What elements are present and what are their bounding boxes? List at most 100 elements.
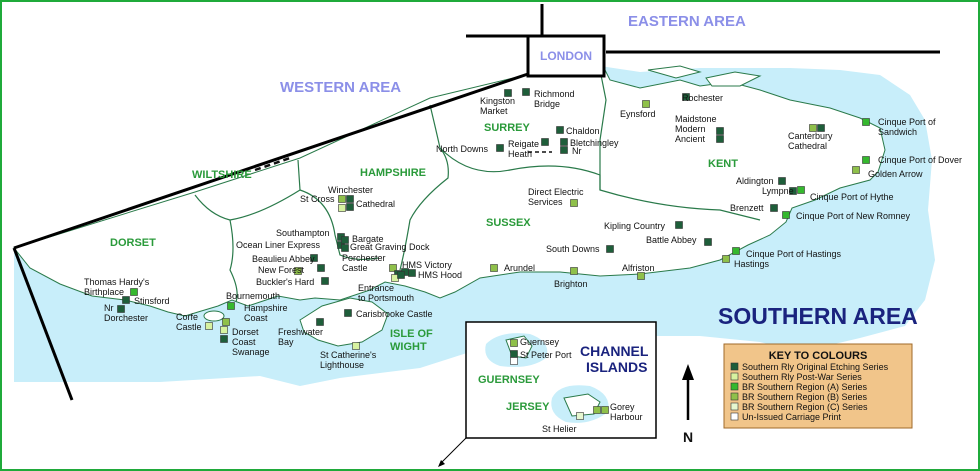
place-label: Southampton [276,228,330,238]
place-label-line: Entrance [358,283,394,293]
place-label-line: St Peter Port [520,350,572,360]
key-item-label: Un-Issued Carriage Print [742,412,842,422]
place-marker [205,322,213,330]
western-area-label: WESTERN AREA [280,79,401,96]
place-label-line: Thomas Hardy's [84,277,150,287]
place-label-line: Canterbury [788,131,833,141]
place-label-line: Bay [278,337,294,347]
place-label: Guernsey [520,337,560,347]
place-label-line: Brenzett [730,203,764,213]
place-marker [227,302,235,310]
key-item-label: BR Southern Region (C) Series [742,402,868,412]
place-label-line: Swanage [232,347,270,357]
place-label-line: Arundel [504,263,535,273]
place-marker [338,195,346,203]
place-label-line: Ocean Liner Express [236,240,321,250]
county-guernsey: GUERNSEY [478,374,540,386]
key-swatch [730,372,739,381]
place-label-line: Brighton [554,279,588,289]
place-marker [862,156,870,164]
place-label-line: Kipling Country [604,221,666,231]
place-label-line: New Forest [258,265,305,275]
place-marker [522,88,530,96]
place-marker [817,124,825,132]
place-label: St Helier [542,424,577,434]
county-isle-of: ISLE OF [390,328,433,340]
place-label-line: Direct Electric [528,187,584,197]
place-label-line: Dorchester [104,313,148,323]
key-item-label: Southern Rly Original Etching Series [742,362,889,372]
place-marker [570,267,578,275]
place-label-line: Cinque Port of [878,117,936,127]
place-label-line: Aldington [736,176,774,186]
place-label: Aldington [736,176,774,186]
place-label-line: Bargate [352,234,384,244]
place-label: Beaulieu Abbey [252,254,315,264]
place-marker [122,296,130,304]
place-label-line: Porchester [342,253,386,263]
county-dorset: DORSET [110,237,156,249]
place-label: Brenzett [730,203,764,213]
place-label: New Forest [258,265,305,275]
place-label-line: Ancient [675,134,706,144]
place-label: Buckler's Hard [256,277,314,287]
place-label: Ocean Liner Express [236,240,321,250]
key-items: Southern Rly Original Etching SeriesSout… [730,362,889,422]
place-label-line: HMS Victory [402,260,452,270]
place-marker [862,118,870,126]
place-marker [510,357,518,365]
place-label-line: Harbour [610,412,643,422]
key-swatch [730,412,739,421]
place-label: Battle Abbey [646,235,697,245]
place-marker [321,277,329,285]
place-marker [346,195,354,203]
place-marker [220,335,228,343]
place-label-line: Stinsford [134,296,170,306]
place-label: Hastings [734,259,770,269]
place-label: Lympne [762,186,794,196]
wiltshire-dashed-boundary [254,156,291,172]
place-marker [408,269,416,277]
place-label: South Downs [546,244,600,254]
place-label-line: Cinque Port of Dover [878,155,962,165]
place-label: Carisbrooke Castle [356,309,433,319]
place-marker [642,100,650,108]
place-marker [294,267,302,275]
place-label-line: HMS Hood [418,270,462,280]
place-label-line: Buckler's Hard [256,277,314,287]
place-marker [682,93,690,101]
area-boundaries [12,4,940,401]
key-title: KEY TO COLOURS [769,350,868,362]
place-marker [732,247,740,255]
colour-key: KEY TO COLOURS Southern Rly Original Etc… [723,343,913,429]
place-label-line: Market [480,106,508,116]
place-marker [117,305,125,313]
place-label: HMS Hood [418,270,462,280]
place-label-line: Birthplace [84,287,124,297]
place-marker [541,138,549,146]
place-label: Cinque Port of Hythe [810,192,894,202]
place-label-line: Guernsey [520,337,560,347]
inset-pointer-arrow [438,460,445,467]
key-swatch [730,402,739,411]
place-marker [220,326,228,334]
channel-islands-line2: ISLANDS [586,359,647,375]
place-label-line: Reigate [508,139,539,149]
place-label-line: Southampton [276,228,330,238]
channel-islands-line1: CHANNEL [580,343,649,359]
place-label-line: Kingston [480,96,515,106]
place-marker [560,146,568,154]
place-label: Bournemouth [226,291,280,301]
